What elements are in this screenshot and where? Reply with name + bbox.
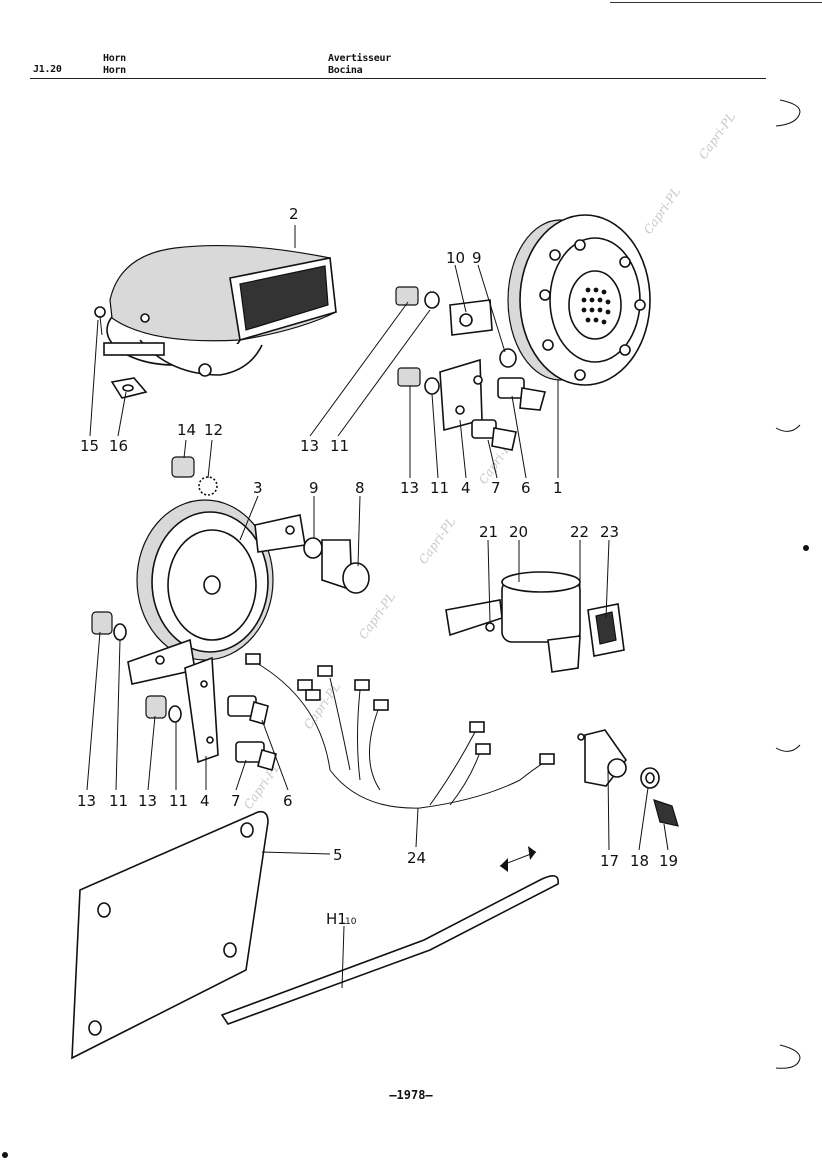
title-english-2: Horn <box>103 65 126 76</box>
callout-14: 14 <box>177 421 196 439</box>
callout-13: 13 <box>138 792 157 810</box>
watermark-text: Capri-PL <box>641 185 683 237</box>
callout-7: 7 <box>231 792 241 810</box>
callout-13: 13 <box>300 437 319 455</box>
callout-10: 10 <box>446 249 465 267</box>
callout-11: 11 <box>430 479 449 497</box>
callout-h1-sub: 10 <box>345 917 357 927</box>
callout-2: 2 <box>289 205 299 223</box>
callout-3: 3 <box>253 479 263 497</box>
switch-part-23 <box>587 603 625 657</box>
bracket-hardware-top <box>395 286 547 451</box>
callout-11: 11 <box>109 792 128 810</box>
horn-relay-part-20 <box>445 571 581 673</box>
callout-11: 11 <box>330 437 349 455</box>
mounting-plate-part-5 <box>71 810 269 1060</box>
callout-23: 23 <box>600 523 619 541</box>
callout-16: 16 <box>109 437 128 455</box>
page-number: –1978– <box>389 1088 433 1102</box>
callout-13: 13 <box>400 479 419 497</box>
header-rule <box>30 78 766 79</box>
watermark-text: Capri-PL <box>356 590 398 642</box>
callout-labels: 2 10 9 15 16 13 11 13 11 4 7 6 1 14 12 3… <box>77 205 678 928</box>
horn-disc-part-1 <box>507 214 651 386</box>
callout-20: 20 <box>509 523 528 541</box>
callout-1: 1 <box>553 479 563 497</box>
callout-7: 7 <box>491 479 501 497</box>
callout-8: 8 <box>355 479 365 497</box>
callout-12: 12 <box>204 421 223 439</box>
top-edge-rule <box>610 2 822 3</box>
title-french: Avertisseur <box>328 53 391 64</box>
callout-5: 5 <box>333 846 343 864</box>
leader-lines <box>86 225 669 989</box>
callout-18: 18 <box>630 852 649 870</box>
horn-trumpet-part-2 <box>94 244 337 399</box>
callout-22: 22 <box>570 523 589 541</box>
callout-9: 9 <box>472 249 482 267</box>
callout-24: 24 <box>407 849 426 867</box>
fasteners-middle <box>91 456 370 771</box>
horn-lever-h1-10 <box>220 846 559 1025</box>
callout-17: 17 <box>600 852 619 870</box>
callout-21: 21 <box>479 523 498 541</box>
callout-13: 13 <box>77 792 96 810</box>
title-spanish: Bocina <box>328 65 363 76</box>
callout-15: 15 <box>80 437 99 455</box>
callout-6: 6 <box>283 792 293 810</box>
page-code: J1.20 <box>33 64 62 75</box>
wiring-harness-part-24 <box>245 653 555 809</box>
callout-9: 9 <box>309 479 319 497</box>
callout-4: 4 <box>200 792 210 810</box>
watermark-text: Capri-PL <box>416 515 458 567</box>
title-english-1: Horn <box>103 53 126 64</box>
watermark-text: Capri-PL <box>696 110 738 162</box>
callout-6: 6 <box>521 479 531 497</box>
callout-4: 4 <box>461 479 471 497</box>
horn-push-parts-17-19 <box>577 729 679 827</box>
callout-19: 19 <box>659 852 678 870</box>
binder-marks <box>2 99 809 1158</box>
callout-11: 11 <box>169 792 188 810</box>
callout-h1: H1 <box>326 910 347 928</box>
horn-round-part-3 <box>127 499 306 685</box>
